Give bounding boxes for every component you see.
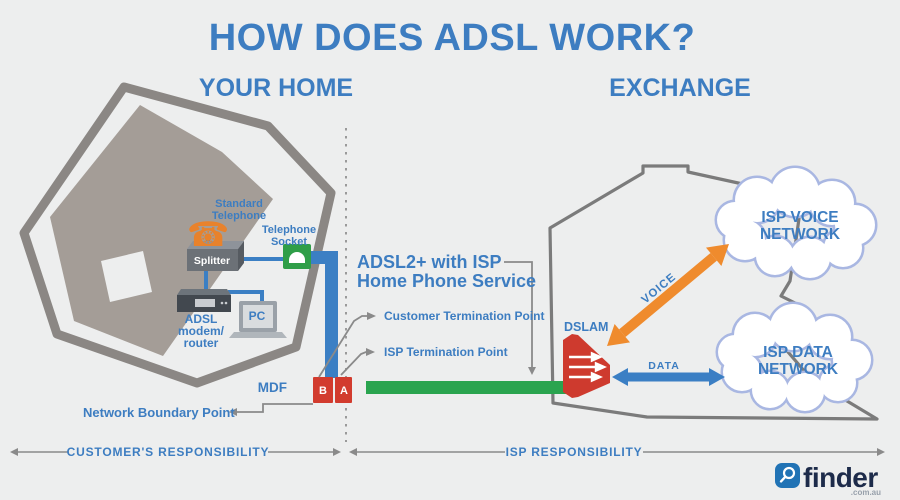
data-arrow	[612, 368, 725, 386]
pointer-lines	[237, 261, 533, 413]
modem-led	[220, 301, 224, 305]
network-boundary-point-label: Network Boundary Point	[83, 405, 235, 420]
standard-telephone-icon: ☎	[187, 215, 229, 255]
thick-blue-line	[306, 251, 338, 378]
logo-domain: .com.au	[851, 488, 881, 497]
telephone-socket-label-1: Telephone	[262, 224, 316, 236]
data-cloud-label-1: ISP DATA	[763, 344, 833, 361]
mdf-port-a	[335, 377, 352, 403]
exchange-building-outline	[548, 164, 879, 421]
pc-label: PC	[249, 309, 266, 323]
pointer-arrowheads	[229, 312, 536, 416]
adsl2-heading-2: Home Phone Service	[357, 271, 536, 291]
logo-badge	[775, 463, 800, 488]
adsl2-service-pointer	[504, 261, 533, 367]
modem-display	[195, 299, 215, 307]
splitter-label: Splitter	[194, 255, 230, 267]
modem-label-1: ADSL	[185, 312, 218, 326]
isp-termination-pointer	[340, 351, 367, 376]
port-b-label: B	[319, 385, 327, 397]
voice-cloud-label-2: NETWORK	[760, 226, 841, 243]
modem-pc-wire	[228, 290, 264, 303]
pc-laptop-icon	[229, 301, 287, 338]
isp-termination-label: ISP Termination Point	[384, 345, 508, 359]
your-home-heading: YOUR HOME	[199, 74, 353, 102]
customer-responsibility-label: CUSTOMER'S RESPONSIBILITY	[67, 445, 270, 459]
voice-cloud-label-1: ISP VOICE	[761, 209, 838, 226]
house-outline	[19, 82, 336, 388]
adsl2-heading-1: ADSL2+ with ISP	[357, 252, 502, 272]
customer-termination-pointer	[318, 315, 367, 378]
voice-arrow	[607, 244, 729, 346]
adsl-modem-icon	[177, 289, 231, 312]
magnifier-icon	[782, 466, 796, 480]
modem-top	[177, 289, 231, 295]
mdf-block	[313, 377, 352, 403]
laptop-base	[229, 332, 287, 338]
data-label: DATA	[648, 360, 680, 372]
standard-telephone-label-2: Telephone	[212, 210, 266, 222]
port-a-label: A	[340, 385, 348, 397]
exchange-heading: EXCHANGE	[609, 74, 751, 102]
thick-blue-vertical	[325, 251, 338, 378]
house-window	[101, 251, 152, 302]
laptop-screen	[243, 305, 273, 328]
magnifier-handle	[779, 476, 786, 483]
telephone-socket-label-2: Socket	[271, 236, 307, 248]
splitter-side	[238, 241, 244, 271]
house	[19, 82, 336, 388]
modem-led	[224, 301, 228, 305]
isp-responsibility-label: ISP RESPONSIBILITY	[506, 445, 643, 459]
finder-logo: finder .com.au	[775, 462, 881, 497]
splitter-front	[187, 249, 238, 271]
dslam-label: DSLAM	[564, 320, 608, 334]
dslam-flow-arrows	[569, 351, 607, 383]
logo-text: finder	[803, 462, 878, 493]
splitter-top	[187, 241, 244, 249]
network-boundary-pointer	[237, 403, 313, 413]
standard-telephone-label-1: Standard	[215, 198, 263, 210]
telephone-socket-icon	[283, 244, 311, 269]
data-cloud-label-2: NETWORK	[758, 361, 839, 378]
house-roof	[50, 105, 273, 356]
splitter-box	[187, 241, 244, 271]
modem-label-3: router	[184, 336, 219, 350]
modem-label-2: modem/	[178, 324, 225, 338]
mdf-label: MDF	[258, 380, 287, 395]
green-adsl-line	[366, 381, 572, 394]
page-title: HOW DOES ADSL WORK?	[209, 17, 696, 59]
mdf-port-b	[313, 377, 333, 403]
customer-termination-label: Customer Termination Point	[384, 309, 544, 323]
responsibility-arrowheads	[10, 448, 885, 456]
socket-dome	[289, 252, 305, 263]
